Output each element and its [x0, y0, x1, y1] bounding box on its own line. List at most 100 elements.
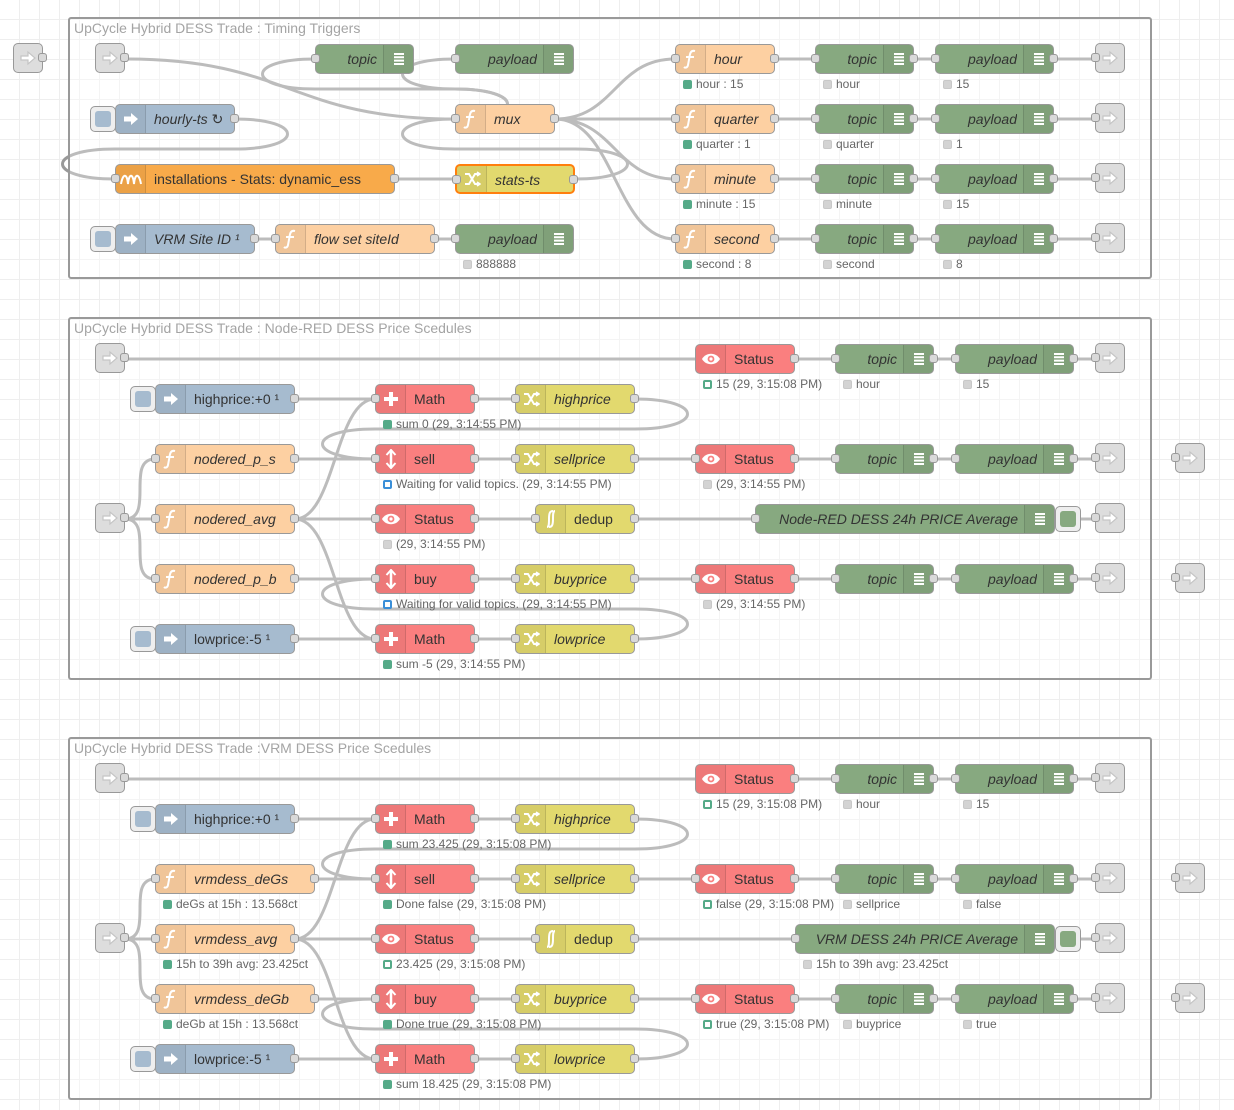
- input-port[interactable]: [511, 874, 520, 883]
- output-port[interactable]: [630, 1054, 639, 1063]
- input-port[interactable]: [1091, 573, 1100, 582]
- output-port[interactable]: [790, 874, 799, 883]
- input-port[interactable]: [451, 54, 460, 63]
- math-node-high[interactable]: Math: [371, 384, 479, 414]
- input-port[interactable]: [831, 874, 840, 883]
- input-port[interactable]: [931, 234, 940, 243]
- input-port[interactable]: [1091, 113, 1100, 122]
- function-node-vrmdess-degb[interactable]: vrmdess_deGb: [151, 984, 319, 1014]
- output-port[interactable]: [310, 874, 319, 883]
- status-node-buy[interactable]: Status: [691, 564, 799, 594]
- debug-node-topic[interactable]: topic: [831, 864, 938, 894]
- link-in-node[interactable]: [95, 343, 129, 373]
- input-port[interactable]: [151, 514, 160, 523]
- output-port[interactable]: [290, 574, 299, 583]
- function-node-minute[interactable]: minute: [671, 164, 779, 194]
- input-port[interactable]: [951, 874, 960, 883]
- input-port[interactable]: [151, 574, 160, 583]
- output-port[interactable]: [929, 574, 938, 583]
- output-port[interactable]: [310, 994, 319, 1003]
- output-port[interactable]: [1069, 354, 1078, 363]
- output-port[interactable]: [550, 114, 559, 123]
- output-port[interactable]: [790, 574, 799, 583]
- output-port[interactable]: [929, 354, 938, 363]
- link-out-node[interactable]: [1091, 923, 1125, 953]
- input-port[interactable]: [791, 934, 800, 943]
- inject-node-vrm-site-id[interactable]: VRM Site ID ¹: [115, 224, 259, 254]
- link-in-node[interactable]: [1171, 863, 1205, 893]
- output-port[interactable]: [929, 874, 938, 883]
- link-out-node[interactable]: [1091, 763, 1125, 793]
- input-port[interactable]: [1091, 353, 1100, 362]
- output-port[interactable]: [770, 234, 779, 243]
- debug-node-topic[interactable]: topic: [811, 224, 918, 254]
- change-node-sellprice[interactable]: sellprice: [511, 444, 639, 474]
- inject-node-highprice[interactable]: highprice:+0 ¹: [155, 804, 299, 834]
- link-out-node[interactable]: [1091, 43, 1125, 73]
- link-out-node[interactable]: [1091, 163, 1125, 193]
- status-node-sell[interactable]: Status: [691, 864, 799, 894]
- output-port[interactable]: [630, 574, 639, 583]
- output-port[interactable]: [630, 454, 639, 463]
- link-in-node[interactable]: [95, 763, 129, 793]
- input-port[interactable]: [151, 994, 160, 1003]
- input-port[interactable]: [811, 114, 820, 123]
- output-port[interactable]: [929, 774, 938, 783]
- output-port[interactable]: [230, 114, 239, 123]
- status-node-avg[interactable]: Status: [371, 504, 479, 534]
- function-node-flow-set-siteid[interactable]: flow set siteId: [271, 224, 439, 254]
- input-port[interactable]: [371, 994, 380, 1003]
- output-port[interactable]: [770, 114, 779, 123]
- input-port[interactable]: [671, 114, 680, 123]
- vrm-api-node-installations[interactable]: installations - Stats: dynamic_ess: [111, 164, 399, 194]
- output-port[interactable]: [929, 454, 938, 463]
- debug-node-topic[interactable]: topic: [831, 444, 938, 474]
- inject-node-lowprice[interactable]: lowprice:-5 ¹: [155, 1044, 299, 1074]
- input-port[interactable]: [691, 454, 700, 463]
- input-port[interactable]: [811, 234, 820, 243]
- input-port[interactable]: [371, 934, 380, 943]
- output-port[interactable]: [290, 454, 299, 463]
- input-port[interactable]: [1091, 933, 1100, 942]
- input-port[interactable]: [951, 454, 960, 463]
- output-port[interactable]: [790, 774, 799, 783]
- debug-node-topic[interactable]: topic: [831, 764, 938, 794]
- debug-toggle-button[interactable]: [1055, 926, 1081, 952]
- input-port[interactable]: [671, 174, 680, 183]
- inject-button[interactable]: [90, 106, 116, 132]
- debug-node-payload[interactable]: payload: [951, 764, 1078, 794]
- output-port[interactable]: [470, 574, 479, 583]
- output-port[interactable]: [630, 514, 639, 523]
- output-port[interactable]: [909, 114, 918, 123]
- link-in-node[interactable]: [95, 43, 129, 73]
- inject-button[interactable]: [130, 1046, 156, 1072]
- link-in-node[interactable]: [1171, 983, 1205, 1013]
- debug-node-payload[interactable]: payload: [951, 864, 1078, 894]
- input-port[interactable]: [671, 54, 680, 63]
- inject-button[interactable]: [90, 226, 116, 252]
- change-node-highprice[interactable]: highprice: [511, 804, 639, 834]
- output-port[interactable]: [120, 53, 129, 62]
- output-port[interactable]: [290, 814, 299, 823]
- function-node-hour[interactable]: hour: [671, 44, 779, 74]
- debug-node-topic[interactable]: topic: [831, 984, 938, 1014]
- function-node-vrmdess-degs[interactable]: vrmdess_deGs: [151, 864, 319, 894]
- link-in-node[interactable]: [1171, 563, 1205, 593]
- output-port[interactable]: [909, 234, 918, 243]
- change-node-lowprice[interactable]: lowprice: [511, 1044, 639, 1074]
- inject-button[interactable]: [130, 386, 156, 412]
- debug-node-topic[interactable]: topic: [311, 44, 414, 74]
- output-port[interactable]: [1069, 454, 1078, 463]
- debug-node-payload[interactable]: payload: [951, 344, 1078, 374]
- input-port[interactable]: [1091, 513, 1100, 522]
- input-port[interactable]: [831, 994, 840, 1003]
- output-port[interactable]: [909, 174, 918, 183]
- output-port[interactable]: [290, 514, 299, 523]
- output-port[interactable]: [290, 934, 299, 943]
- output-port[interactable]: [290, 634, 299, 643]
- input-port[interactable]: [511, 994, 520, 1003]
- debug-node-topic[interactable]: topic: [811, 44, 918, 74]
- input-port[interactable]: [531, 934, 540, 943]
- output-port[interactable]: [290, 1054, 299, 1063]
- output-port[interactable]: [929, 994, 938, 1003]
